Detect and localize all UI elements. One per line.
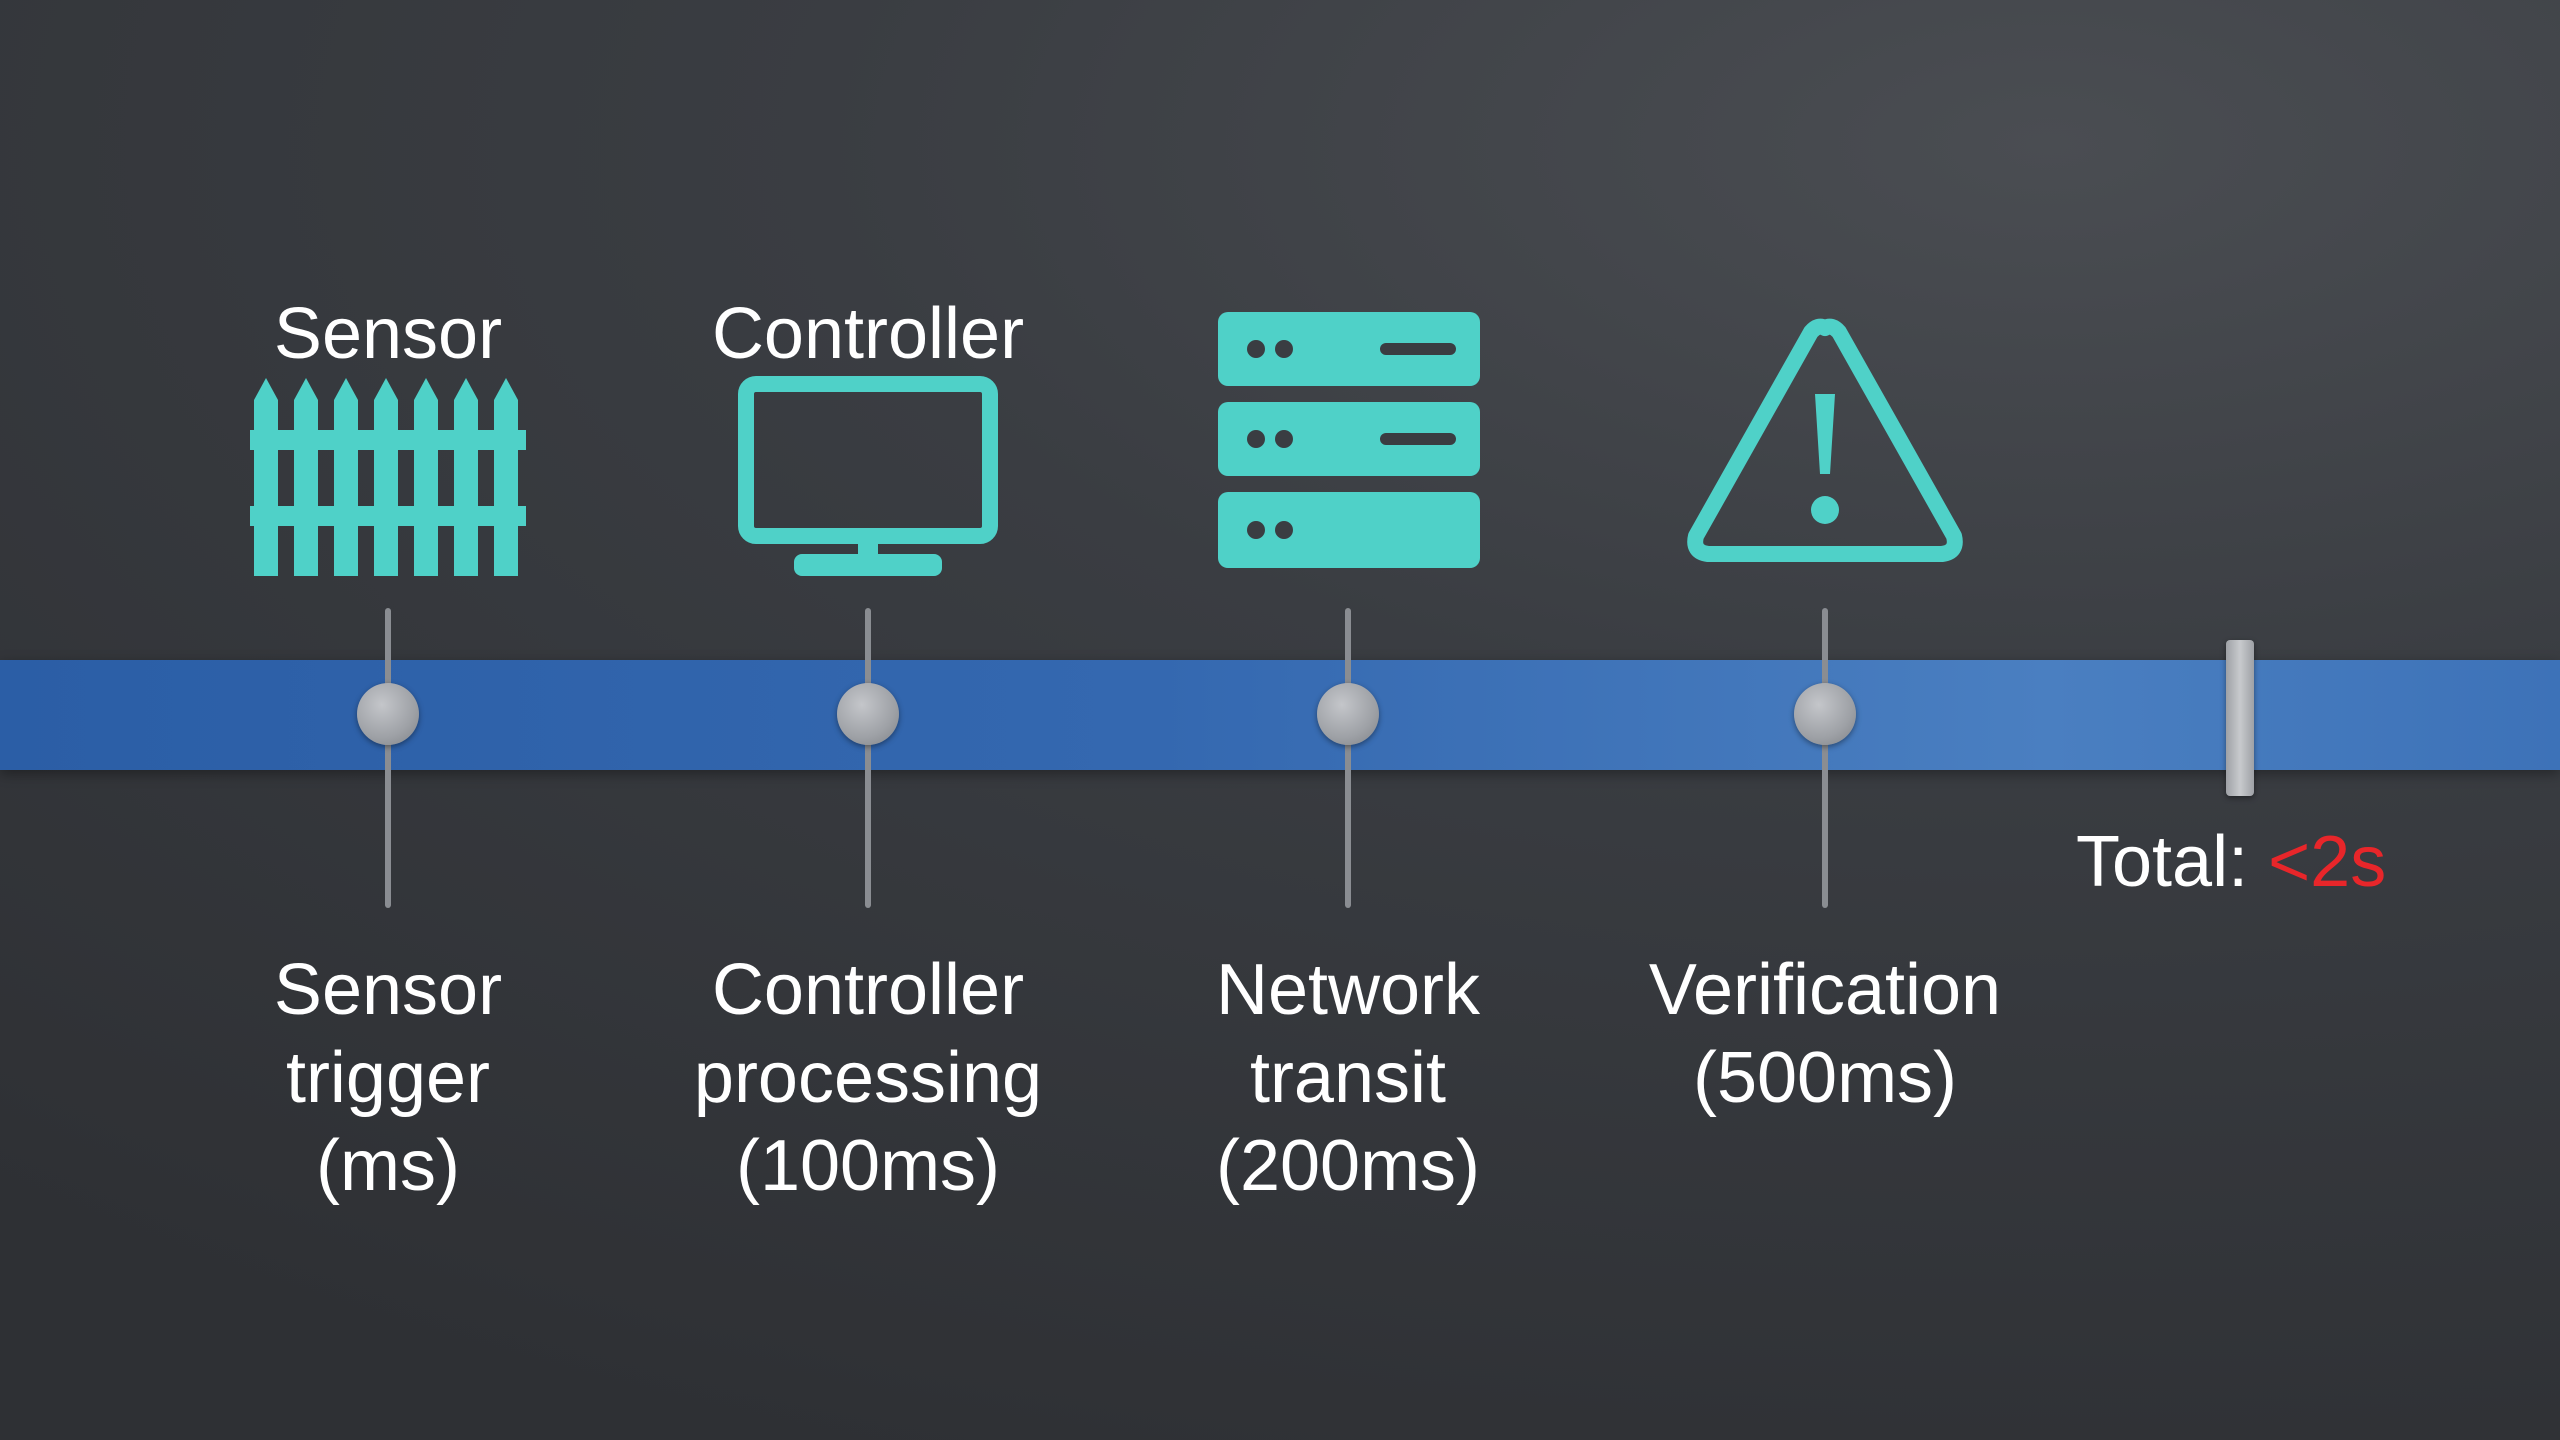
stage-node-verification [1794, 683, 1856, 745]
label-line: (500ms) [1692, 1038, 1958, 1118]
stage-label-controller: Controller processing (100ms) [568, 946, 1168, 1210]
stage-node-network [1317, 683, 1379, 745]
label-line: Network [1215, 950, 1481, 1030]
warning-icon [1687, 318, 1963, 562]
stage-title-sensor: Sensor [273, 294, 503, 374]
label-line: (ms) [316, 1126, 460, 1206]
label-line: Sensor [273, 950, 503, 1030]
stage-stem [1345, 608, 1351, 908]
stage-node-sensor [357, 683, 419, 745]
stage-stem [865, 608, 871, 908]
label-line: (200ms) [1215, 1126, 1481, 1206]
server-icon [1218, 312, 1480, 568]
timeline-band [0, 660, 2560, 770]
stage-label-network: Network transit (200ms) [1048, 946, 1648, 1210]
stage-stem [1822, 608, 1828, 908]
total-label: Total: [2076, 822, 2249, 902]
label-line: (100ms) [735, 1126, 1001, 1206]
label-line: trigger [285, 1038, 491, 1118]
monitor-icon [738, 376, 998, 576]
label-line: transit [1249, 1038, 1447, 1118]
stage-stem [385, 608, 391, 908]
fence-icon [250, 378, 526, 576]
stage-title-controller: Controller [711, 294, 1025, 374]
timeline-end-marker [2226, 640, 2254, 796]
label-line: processing [693, 1038, 1043, 1118]
label-line: Verification [1648, 950, 2002, 1030]
label-line: Controller [711, 950, 1025, 1030]
stage-node-controller [837, 683, 899, 745]
total-value: <2s [2268, 822, 2387, 902]
total-readout: Total: <2s [2076, 826, 2386, 898]
stage-label-verification: Verification (500ms) [1525, 946, 2125, 1122]
stage-label-sensor: Sensor trigger (ms) [88, 946, 688, 1210]
